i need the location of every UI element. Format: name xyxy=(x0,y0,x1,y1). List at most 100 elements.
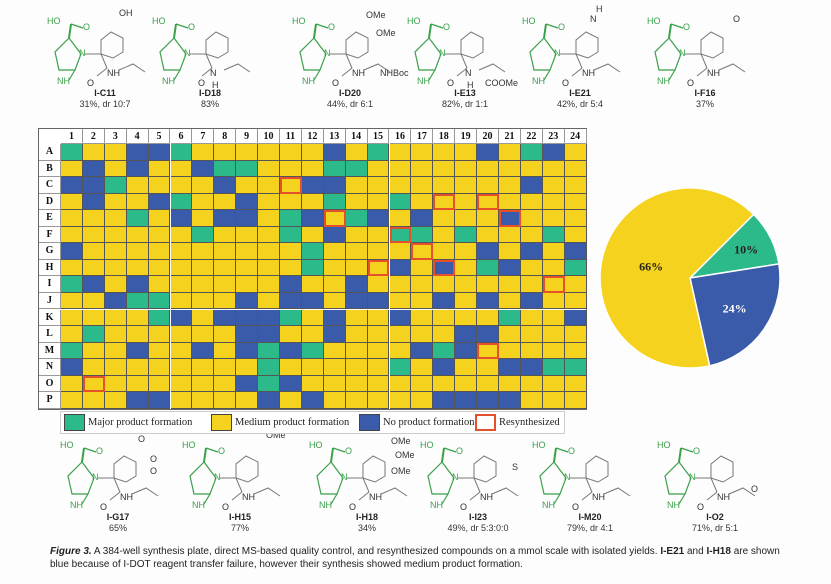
well-I22 xyxy=(520,276,543,293)
pie-slice-label: 24% xyxy=(723,301,747,315)
well-O18 xyxy=(433,375,456,393)
well-P19 xyxy=(455,392,478,409)
well-P13 xyxy=(323,392,346,409)
well-J5 xyxy=(148,292,171,310)
well-G11 xyxy=(280,243,302,260)
well-G22 xyxy=(520,243,543,260)
well-O3 xyxy=(104,375,127,393)
structure-icon xyxy=(189,447,281,505)
well-I16 xyxy=(389,276,412,293)
well-B10 xyxy=(258,160,280,178)
well-K8 xyxy=(214,309,237,327)
figure-caption: Figure 3. A 384-well synthesis plate, di… xyxy=(50,545,790,571)
legend-label-resynthesized: Resynthesized xyxy=(499,417,560,428)
well-O19 xyxy=(455,375,478,393)
well-C18 xyxy=(433,177,456,194)
atom-label: NH xyxy=(70,500,83,510)
legend-major: Major product formation xyxy=(64,413,192,432)
well-G2 xyxy=(82,243,105,260)
well-D2 xyxy=(82,193,105,211)
well-J6 xyxy=(170,292,193,310)
atom-label: O xyxy=(332,78,340,88)
atom-label: NHBoc xyxy=(380,68,409,78)
atom-label: HO xyxy=(47,16,61,26)
well-E10 xyxy=(258,210,280,227)
column-header: 22 xyxy=(520,129,543,144)
atom-label: OH xyxy=(119,8,133,18)
well-E18 xyxy=(433,210,456,227)
well-J8 xyxy=(214,292,237,310)
well-I6 xyxy=(170,276,193,293)
well-L8 xyxy=(214,326,237,343)
well-E16 xyxy=(389,210,412,227)
well-B15 xyxy=(367,160,390,178)
resynthesized-marker xyxy=(433,259,456,277)
well-L23 xyxy=(542,326,565,343)
well-A17 xyxy=(411,144,434,161)
row-header: P xyxy=(39,392,61,409)
atom-label: O xyxy=(443,22,451,32)
well-M11 xyxy=(280,342,302,360)
compound-id: I-D20 xyxy=(338,88,361,98)
well-O8 xyxy=(214,375,237,393)
well-D12 xyxy=(301,193,324,211)
well-M1 xyxy=(61,342,83,360)
well-P5 xyxy=(148,392,171,409)
well-G7 xyxy=(192,243,215,260)
well-J17 xyxy=(411,292,434,310)
well-P2 xyxy=(82,392,105,409)
atom-label: O xyxy=(562,78,570,88)
atom-label: NH xyxy=(542,500,555,510)
atom-label: NH xyxy=(107,68,120,78)
legend-none: No product formation xyxy=(359,413,475,432)
atom-label: N xyxy=(184,48,191,58)
atom-label: NH xyxy=(162,76,175,86)
well-L3 xyxy=(104,326,127,343)
well-K18 xyxy=(433,309,456,327)
compound-yield: 49%, dr 5:3:0:0 xyxy=(447,523,509,533)
well-K15 xyxy=(367,309,390,327)
well-O24 xyxy=(564,375,587,393)
well-L22 xyxy=(520,326,543,343)
well-G24 xyxy=(564,243,587,260)
well-J16 xyxy=(389,292,412,310)
well-K23 xyxy=(542,309,565,327)
well-O22 xyxy=(520,375,543,393)
well-B22 xyxy=(520,160,543,178)
well-B14 xyxy=(345,160,368,178)
well-M23 xyxy=(542,342,565,360)
well-M21 xyxy=(499,342,521,360)
well-N17 xyxy=(411,359,434,376)
well-H10 xyxy=(258,259,280,277)
well-F12 xyxy=(301,226,324,244)
well-F22 xyxy=(520,226,543,244)
well-E9 xyxy=(236,210,259,227)
well-E24 xyxy=(564,210,587,227)
compound-yield: 77% xyxy=(230,523,249,533)
atom-label: O xyxy=(96,446,104,456)
well-L10 xyxy=(258,326,280,343)
atom-label: H xyxy=(467,80,474,90)
well-N2 xyxy=(82,359,105,376)
row-header: A xyxy=(39,144,61,161)
well-P14 xyxy=(345,392,368,409)
well-E23 xyxy=(542,210,565,227)
well-C19 xyxy=(455,177,478,194)
well-N9 xyxy=(236,359,259,376)
well-P12 xyxy=(301,392,324,409)
column-header: 11 xyxy=(280,129,302,144)
well-M19 xyxy=(455,342,478,360)
compound-id: I-M20 xyxy=(578,512,602,522)
well-P7 xyxy=(192,392,215,409)
atom-label: HO xyxy=(407,16,421,26)
well-B18 xyxy=(433,160,456,178)
well-K22 xyxy=(520,309,543,327)
well-L11 xyxy=(280,326,302,343)
compound-id: I-I23 xyxy=(468,512,487,522)
well-H22 xyxy=(520,259,543,277)
well-J18 xyxy=(433,292,456,310)
well-L15 xyxy=(367,326,390,343)
